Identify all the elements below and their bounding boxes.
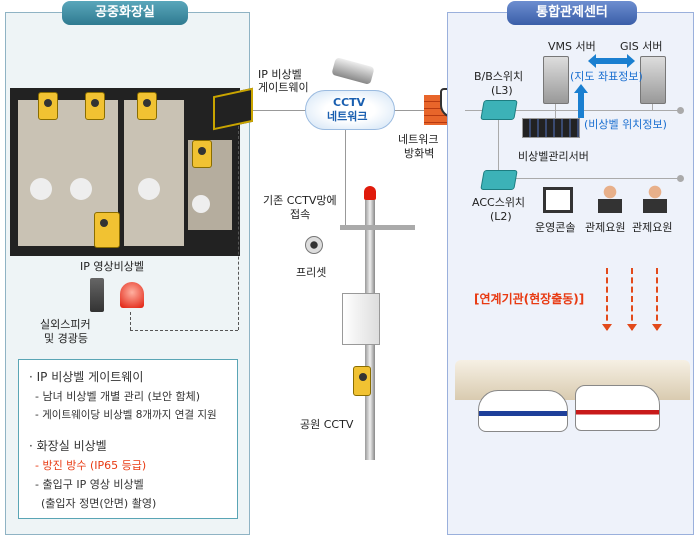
line-end-dot — [677, 107, 684, 114]
toilet-icon — [138, 178, 160, 200]
acc-switch-icon — [480, 170, 518, 190]
arrow-head-left — [588, 54, 596, 68]
connection-dashed-line — [238, 126, 239, 330]
gateway-label-2: 게이트웨이 — [258, 81, 309, 94]
connection-dashed-line — [130, 330, 238, 331]
operator-label-1: 관제요원 — [585, 221, 626, 234]
ambulance-icon — [575, 385, 660, 431]
info-item: - 출입구 IP 영상 비상벨 — [35, 478, 144, 491]
ip-video-bell-icon — [94, 212, 120, 248]
backbone-line — [465, 110, 680, 111]
dome-camera-icon — [305, 236, 323, 254]
dispatch-arrow-icon — [627, 268, 637, 331]
toilet-icon — [30, 178, 52, 200]
cctv-network-cloud — [305, 90, 395, 130]
info-item: - 남녀 비상벨 개별 관리 (보안 함체) — [35, 390, 201, 403]
arrow-head-right — [627, 54, 635, 68]
info-box: · IP 비상벨 게이트웨이 - 남녀 비상벨 개별 관리 (보안 함체) - … — [18, 359, 238, 519]
existing-cctv-label-1: 기존 CCTV망에 — [263, 194, 337, 207]
emergency-bell-icon — [192, 140, 212, 168]
warning-light-icon — [120, 282, 144, 308]
cloud-label-1: CCTV — [333, 96, 366, 109]
park-cctv-label: 공원 CCTV — [300, 418, 354, 431]
dispatch-arrow-icon — [652, 268, 662, 331]
bb-switch-icon — [480, 100, 518, 120]
info-section2-title: · 화장실 비상벨 — [29, 439, 107, 453]
emergency-bell-icon — [38, 92, 58, 120]
operator-icon — [643, 185, 667, 213]
line-end-dot — [677, 175, 684, 182]
agency-label: [연계기관(현장출동)] — [474, 292, 585, 306]
gis-server-label: GIS 서버 — [620, 40, 663, 53]
vms-server-label: VMS 서버 — [548, 40, 596, 53]
pole-arm — [340, 225, 415, 230]
bb-switch-label-1: B/B스위치 — [474, 70, 524, 83]
restroom-floor-right — [124, 100, 184, 246]
console-label: 운영콘솔 — [535, 221, 576, 234]
arrow-head-up — [574, 84, 588, 93]
vms-server-icon — [543, 56, 569, 104]
police-car-icon — [478, 390, 568, 432]
toilet-icon — [70, 178, 92, 200]
restroom-title: 공중화장실 — [62, 1, 188, 25]
gis-server-icon — [640, 56, 666, 104]
cloud-label-2: 네트워크 — [327, 110, 368, 123]
network-line — [345, 120, 346, 230]
pole-warning-light-icon — [364, 186, 376, 200]
existing-cctv-label-2: 접속 — [290, 208, 311, 221]
operator-label-2: 관제요원 — [632, 221, 673, 234]
cctv-camera-icon — [331, 57, 375, 85]
bell-server-label: 비상벨관리서버 — [518, 150, 589, 163]
outdoor-speaker-icon — [90, 278, 104, 312]
acc-switch-label-2: (L2) — [490, 210, 512, 223]
preset-label: 프리셋 — [296, 266, 327, 279]
info-item-highlight: - 방진 방수 (IP65 등급) — [35, 459, 147, 472]
speaker-label-2: 및 경광등 — [44, 332, 88, 345]
park-emergency-bell-icon — [353, 366, 371, 396]
console-monitor-icon — [543, 187, 573, 213]
up-arrow-icon — [578, 92, 584, 118]
bidirectional-arrow-icon — [595, 58, 627, 64]
info-item: - 게이트웨이당 비상벨 8개까지 연결 지원 — [35, 409, 217, 421]
emergency-bell-icon — [137, 92, 157, 120]
connection-dashed-line — [130, 312, 131, 330]
bell-management-server-icon — [522, 118, 580, 138]
control-center-title: 통합관제센터 — [507, 1, 637, 25]
bell-position-label: (비상벨 위치정보) — [584, 118, 667, 131]
bb-switch-label-2: (L3) — [491, 84, 513, 97]
gateway-label-1: IP 비상벨 — [258, 68, 302, 81]
dispatch-arrow-icon — [602, 268, 612, 331]
info-item: (출입자 정면(안면) 촬영) — [41, 497, 157, 510]
access-line — [515, 178, 680, 179]
operator-icon — [598, 185, 622, 213]
pole-enclosure-box — [342, 293, 380, 345]
emergency-bell-icon — [85, 92, 105, 120]
info-section1-title: · IP 비상벨 게이트웨이 — [29, 370, 144, 384]
speaker-label-1: 실외스피커 — [40, 318, 91, 331]
firewall-label-1: 네트워크 — [398, 133, 439, 146]
ip-video-bell-label: IP 영상비상벨 — [80, 260, 144, 273]
switch-link-line — [498, 110, 499, 178]
sink-icon — [192, 195, 210, 213]
map-info-label: (지도 좌표정보) — [570, 70, 643, 83]
acc-switch-label-1: ACC스위치 — [472, 196, 526, 209]
firewall-label-2: 방화벽 — [404, 147, 435, 160]
